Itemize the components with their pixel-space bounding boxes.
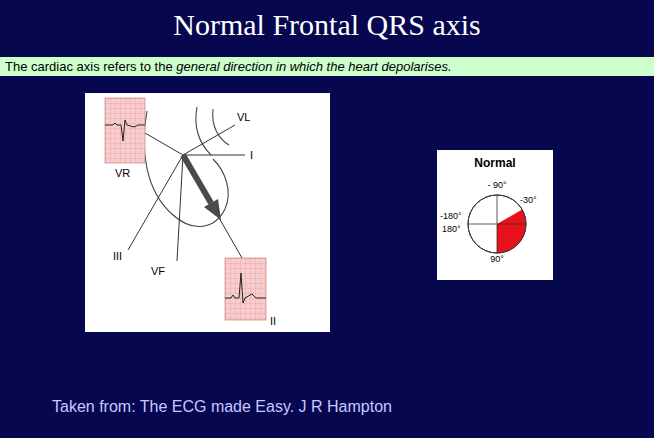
definition-text: The cardiac axis refers to the (5, 59, 173, 74)
panel-ground (85, 93, 330, 332)
lead-label: III (113, 250, 122, 262)
lead-label: VL (237, 111, 250, 123)
ecg-strip-vr (105, 98, 145, 163)
degree-label: - 90° (437, 181, 557, 191)
degree-label: -30° (520, 196, 537, 206)
axis-arrow (183, 155, 221, 220)
lead-label: VF (151, 265, 165, 277)
heart-outline (144, 107, 229, 226)
lead-label: VR (115, 167, 130, 179)
lead-axes-illustration (85, 93, 330, 332)
source-caption: Taken from: The ECG made Easy. J R Hampt… (52, 398, 392, 416)
degree-label: -180° (440, 212, 462, 222)
degree-label: 90° (437, 255, 557, 265)
lead-label: I (250, 149, 253, 161)
normal-axis-panel: Normal- 90°-30°-180°180°90° (437, 150, 553, 280)
definition-band: The cardiac axis refers to thegeneral di… (0, 57, 654, 76)
panel-heading: Normal (437, 156, 553, 170)
lead-axis-lines (128, 125, 245, 261)
slide-title: Normal Frontal QRS axis (0, 8, 654, 42)
definition-emphasis: general direction in which the heart dep… (176, 59, 451, 74)
degree-label: 180° (442, 225, 461, 235)
ecg-strip-ii (225, 258, 266, 320)
lead-label: II (270, 315, 276, 327)
